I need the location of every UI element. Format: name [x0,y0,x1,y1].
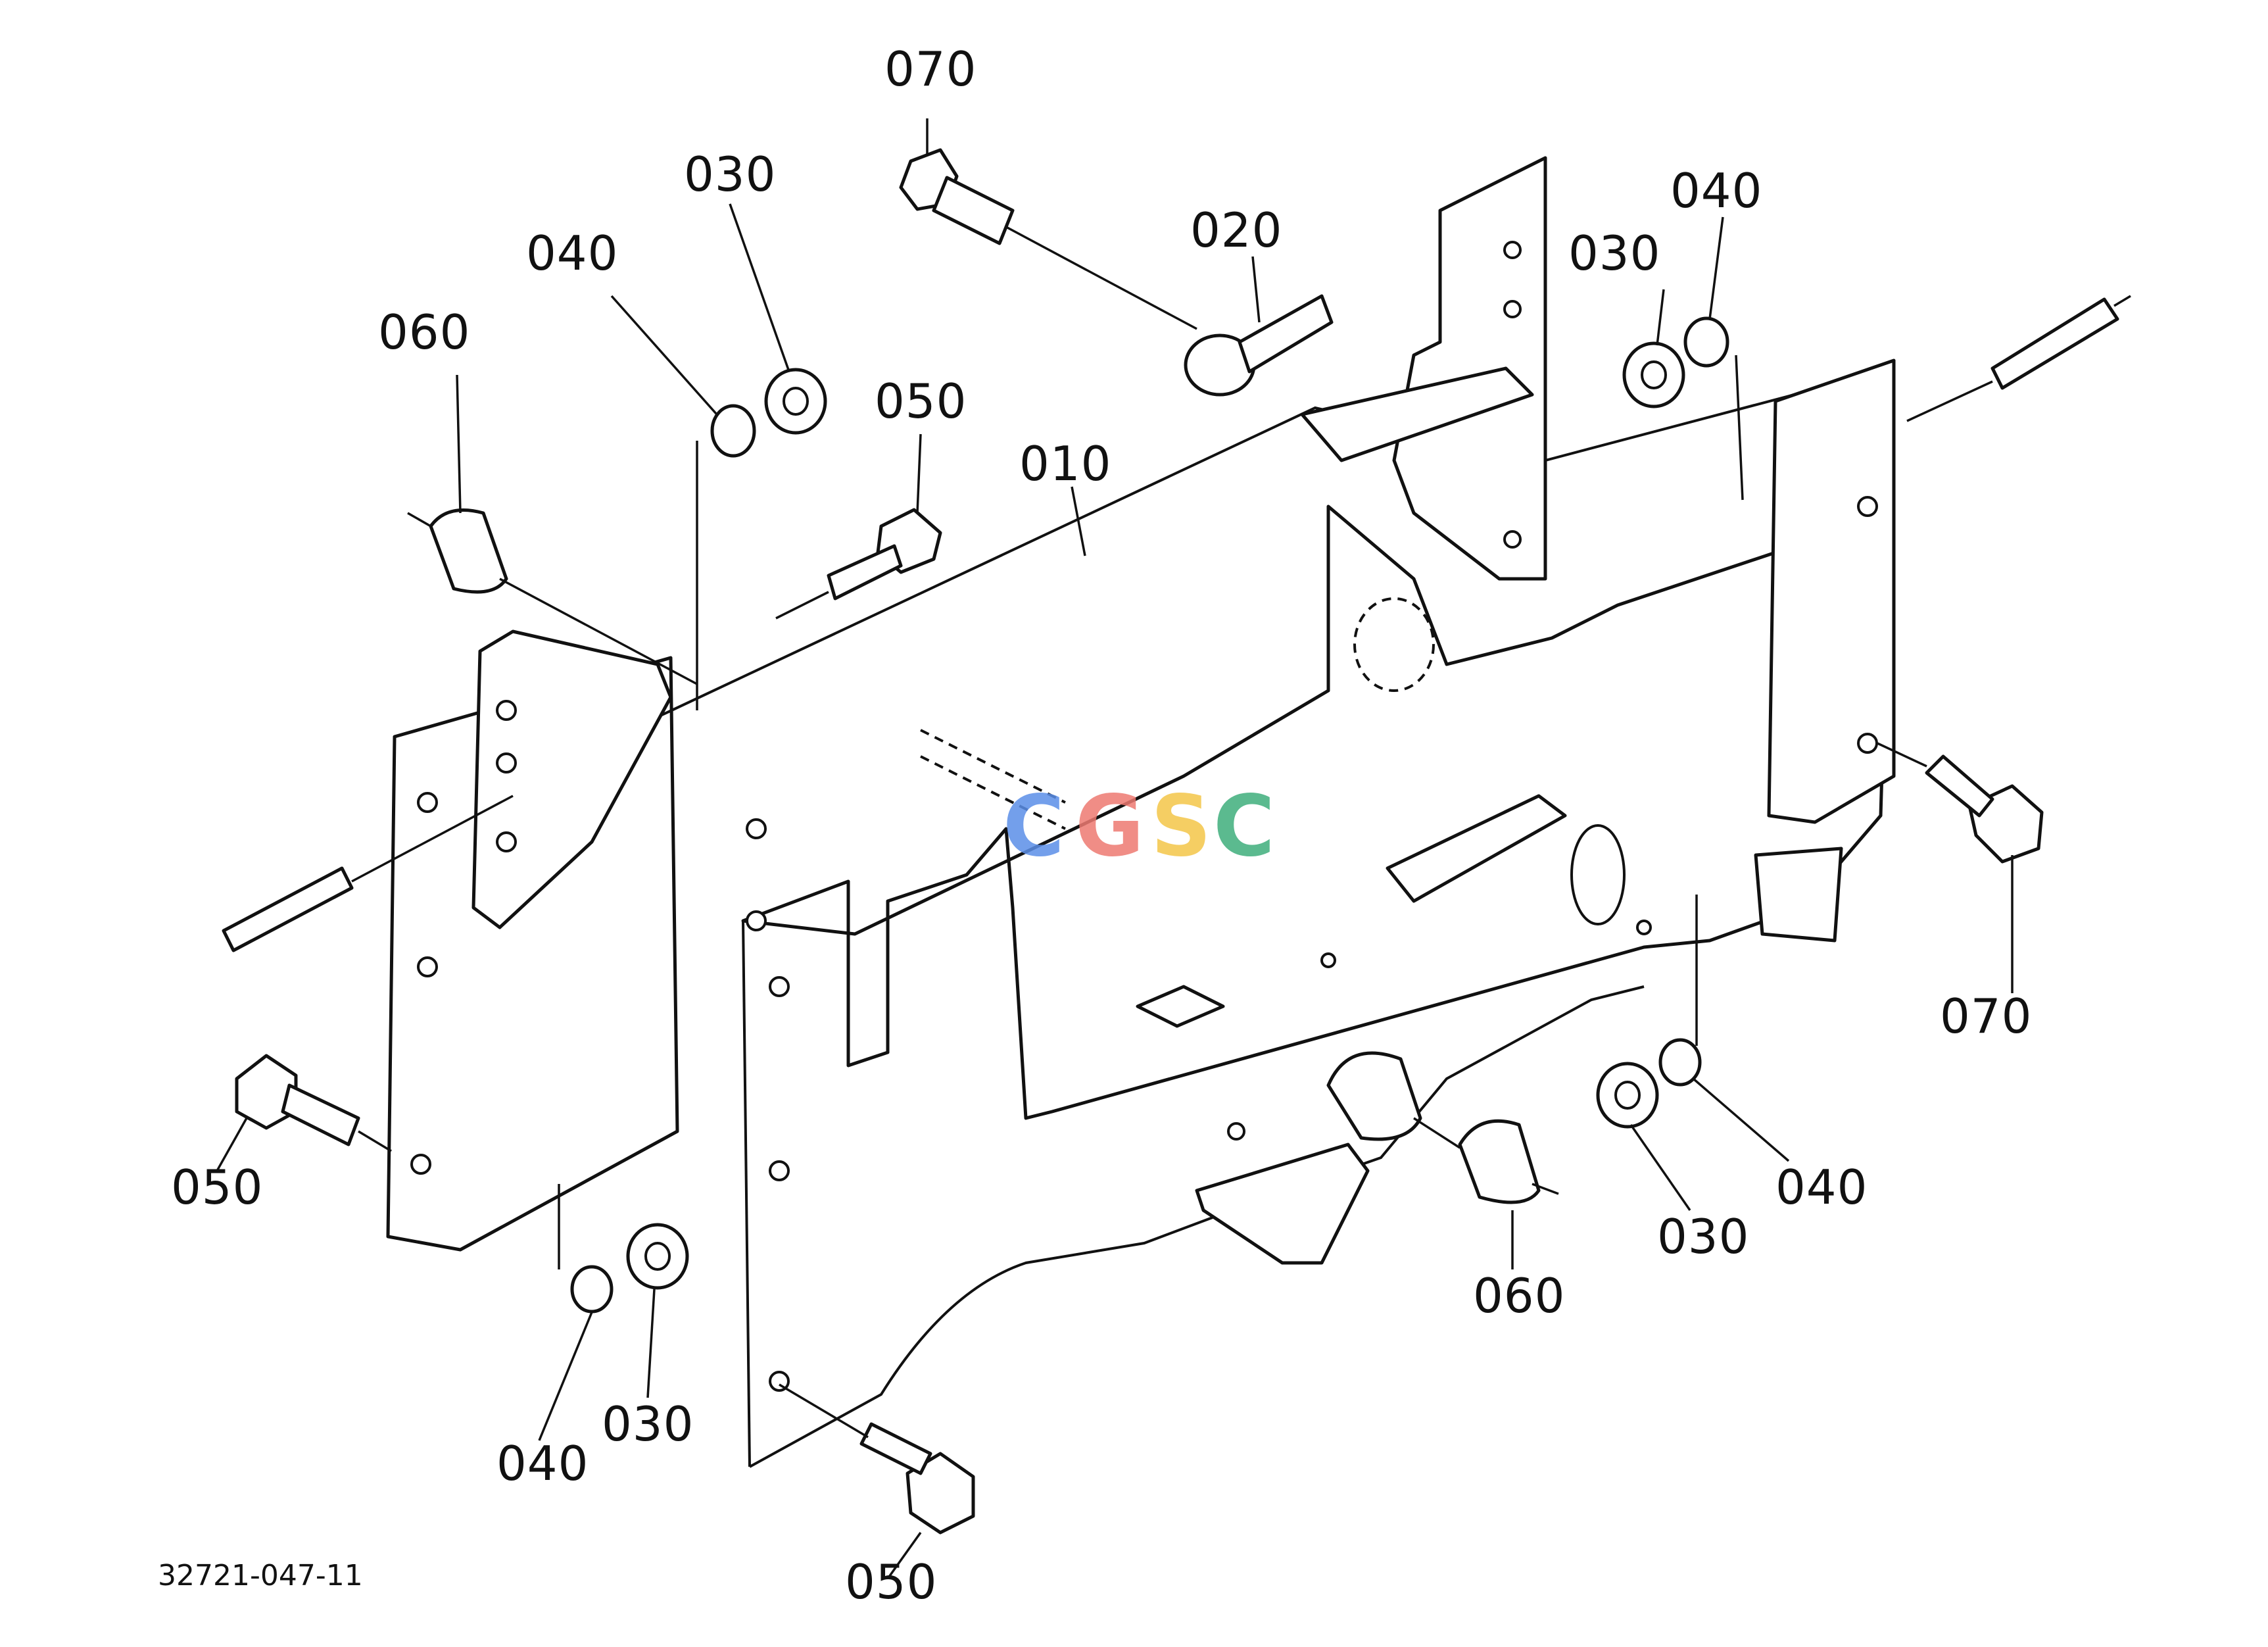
right-hook-tab [1754,847,1843,943]
callout-030-left-upper: 030 [684,147,776,202]
callout-010: 010 [1019,436,1111,491]
washer-040-right-lower [1658,895,1790,1162]
main-frame-assembly [386,156,1896,1468]
left-mounting-bracket [471,629,673,929]
callout-070-right: 070 [1940,989,2032,1044]
callout-030-right-upper: 030 [1568,226,1660,281]
upper-right-bracket [1392,156,1547,581]
callout-030-right-lower: 030 [1657,1209,1749,1264]
callout-060-right: 060 [1473,1268,1565,1323]
callout-040-left-lower: 040 [496,1436,589,1491]
washer-040-left-upper [610,295,756,710]
callout-030-left-lower: 030 [602,1396,694,1452]
hidden-shaft-left [920,729,1066,830]
watermark-letter-s: S [1151,777,1211,875]
front-side-plate [741,366,1896,1120]
bolt-070-right [1877,742,2044,993]
callout-040-left-upper: 040 [526,226,618,281]
slot-plate [1386,794,1567,903]
frame-holes [410,241,1878,1392]
watermark-letter-g: G [1075,777,1144,875]
bolt-020 [1184,256,1334,397]
drawing-number: 32721-047-11 [158,1559,363,1592]
threaded-rod-right [1906,295,2131,422]
bolt-050-left-lower [216,1054,392,1171]
bolt-050-upper [775,433,942,620]
washer-040-left-lower [538,1184,614,1441]
square-nut-plate [1136,985,1225,1028]
nut-030-right-upper [1622,289,1685,408]
watermark-letter-c2: C [1213,777,1275,875]
lower-mount-tab [1195,1143,1370,1265]
nut-030-left-lower [626,1223,689,1398]
nut-030-left-upper [729,203,827,435]
bolt-050-bottom [779,1383,975,1580]
washer-040-right-upper [1683,216,1744,501]
threaded-rod-left [222,795,514,952]
oval-slot [1570,824,1626,925]
upper-bracket-flange [1300,366,1534,462]
leader-010 [1071,486,1086,556]
callout-020: 020 [1190,203,1282,258]
callout-050-bottom: 050 [845,1554,937,1610]
bushing-060-right [1326,1051,1559,1269]
bolt-070-top [899,118,1197,330]
watermark-letter-c: C [1003,777,1065,875]
front-plate-left-edge [742,920,751,1467]
hidden-bore [1353,597,1435,692]
bushing-060-left [407,374,698,685]
right-end-plate [1767,358,1896,824]
callout-050-upper: 050 [875,374,967,429]
callout-070-top: 070 [884,41,977,97]
front-plate-lower-edge [749,985,1645,1468]
callout-labels: 070 030 040 020 030 040 060 050 010 070 … [171,41,2032,1610]
cgsc-watermark-logo: C G S C [1003,777,1275,875]
callout-040-right-lower: 040 [1775,1160,1868,1215]
callout-060-left: 060 [378,305,470,360]
callout-040-right-upper: 040 [1670,163,1762,218]
nut-030-right-lower [1596,1062,1691,1211]
callout-050-left-lower: 050 [171,1160,263,1215]
